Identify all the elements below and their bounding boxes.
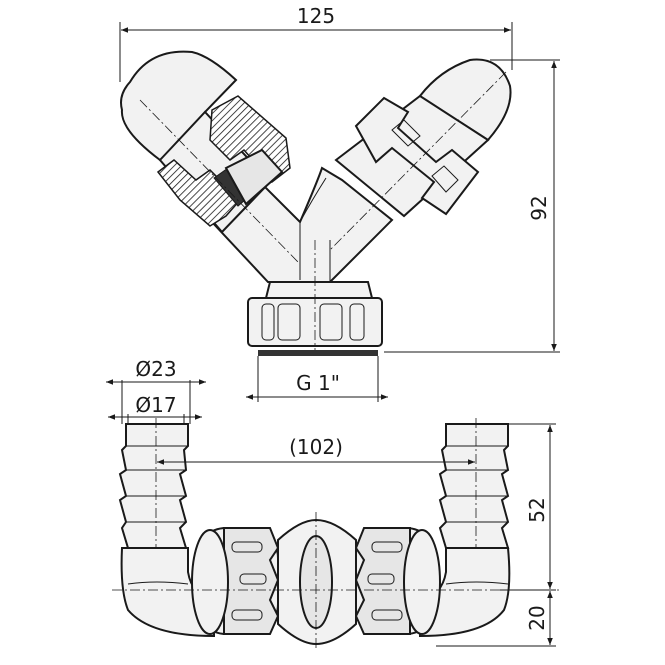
right-hose-barb	[438, 423, 510, 549]
dim-52-label: 52	[525, 497, 549, 522]
left-centerline	[139, 99, 299, 263]
dim-125-label: 125	[297, 4, 335, 28]
bottom-nut-top	[264, 281, 374, 299]
left-hose-barb	[118, 423, 189, 549]
dim-d23-label: Ø23	[135, 357, 176, 381]
dim-102-label: (102)	[289, 435, 343, 459]
dim-20-label: 20	[525, 605, 549, 630]
left-clamp-slots	[231, 541, 267, 621]
right-clamp-slot-2	[431, 165, 459, 193]
right-clamp-slot-1	[391, 119, 421, 147]
dim-92-label: 92	[527, 195, 551, 220]
bottom-gasket	[258, 350, 378, 356]
left-insert	[224, 148, 284, 206]
right-clamp-slots	[367, 541, 403, 621]
right-cap	[418, 58, 512, 142]
right-elbow-inner	[445, 581, 509, 585]
side-view: Ø23 Ø17	[106, 357, 560, 648]
right-barb-ridges	[446, 445, 508, 523]
dim-g1-label: G 1"	[296, 371, 340, 395]
y-crotch	[299, 177, 331, 282]
front-view: 125 92 G 1"	[119, 4, 560, 402]
bottom-nut-ribs	[261, 303, 365, 341]
left-elbow-inner	[127, 581, 189, 585]
right-union-face	[403, 529, 441, 635]
dim-d17-label: Ø17	[135, 393, 176, 417]
right-centerline	[329, 71, 507, 251]
right-clamp	[354, 96, 480, 216]
left-union-face	[191, 529, 229, 635]
